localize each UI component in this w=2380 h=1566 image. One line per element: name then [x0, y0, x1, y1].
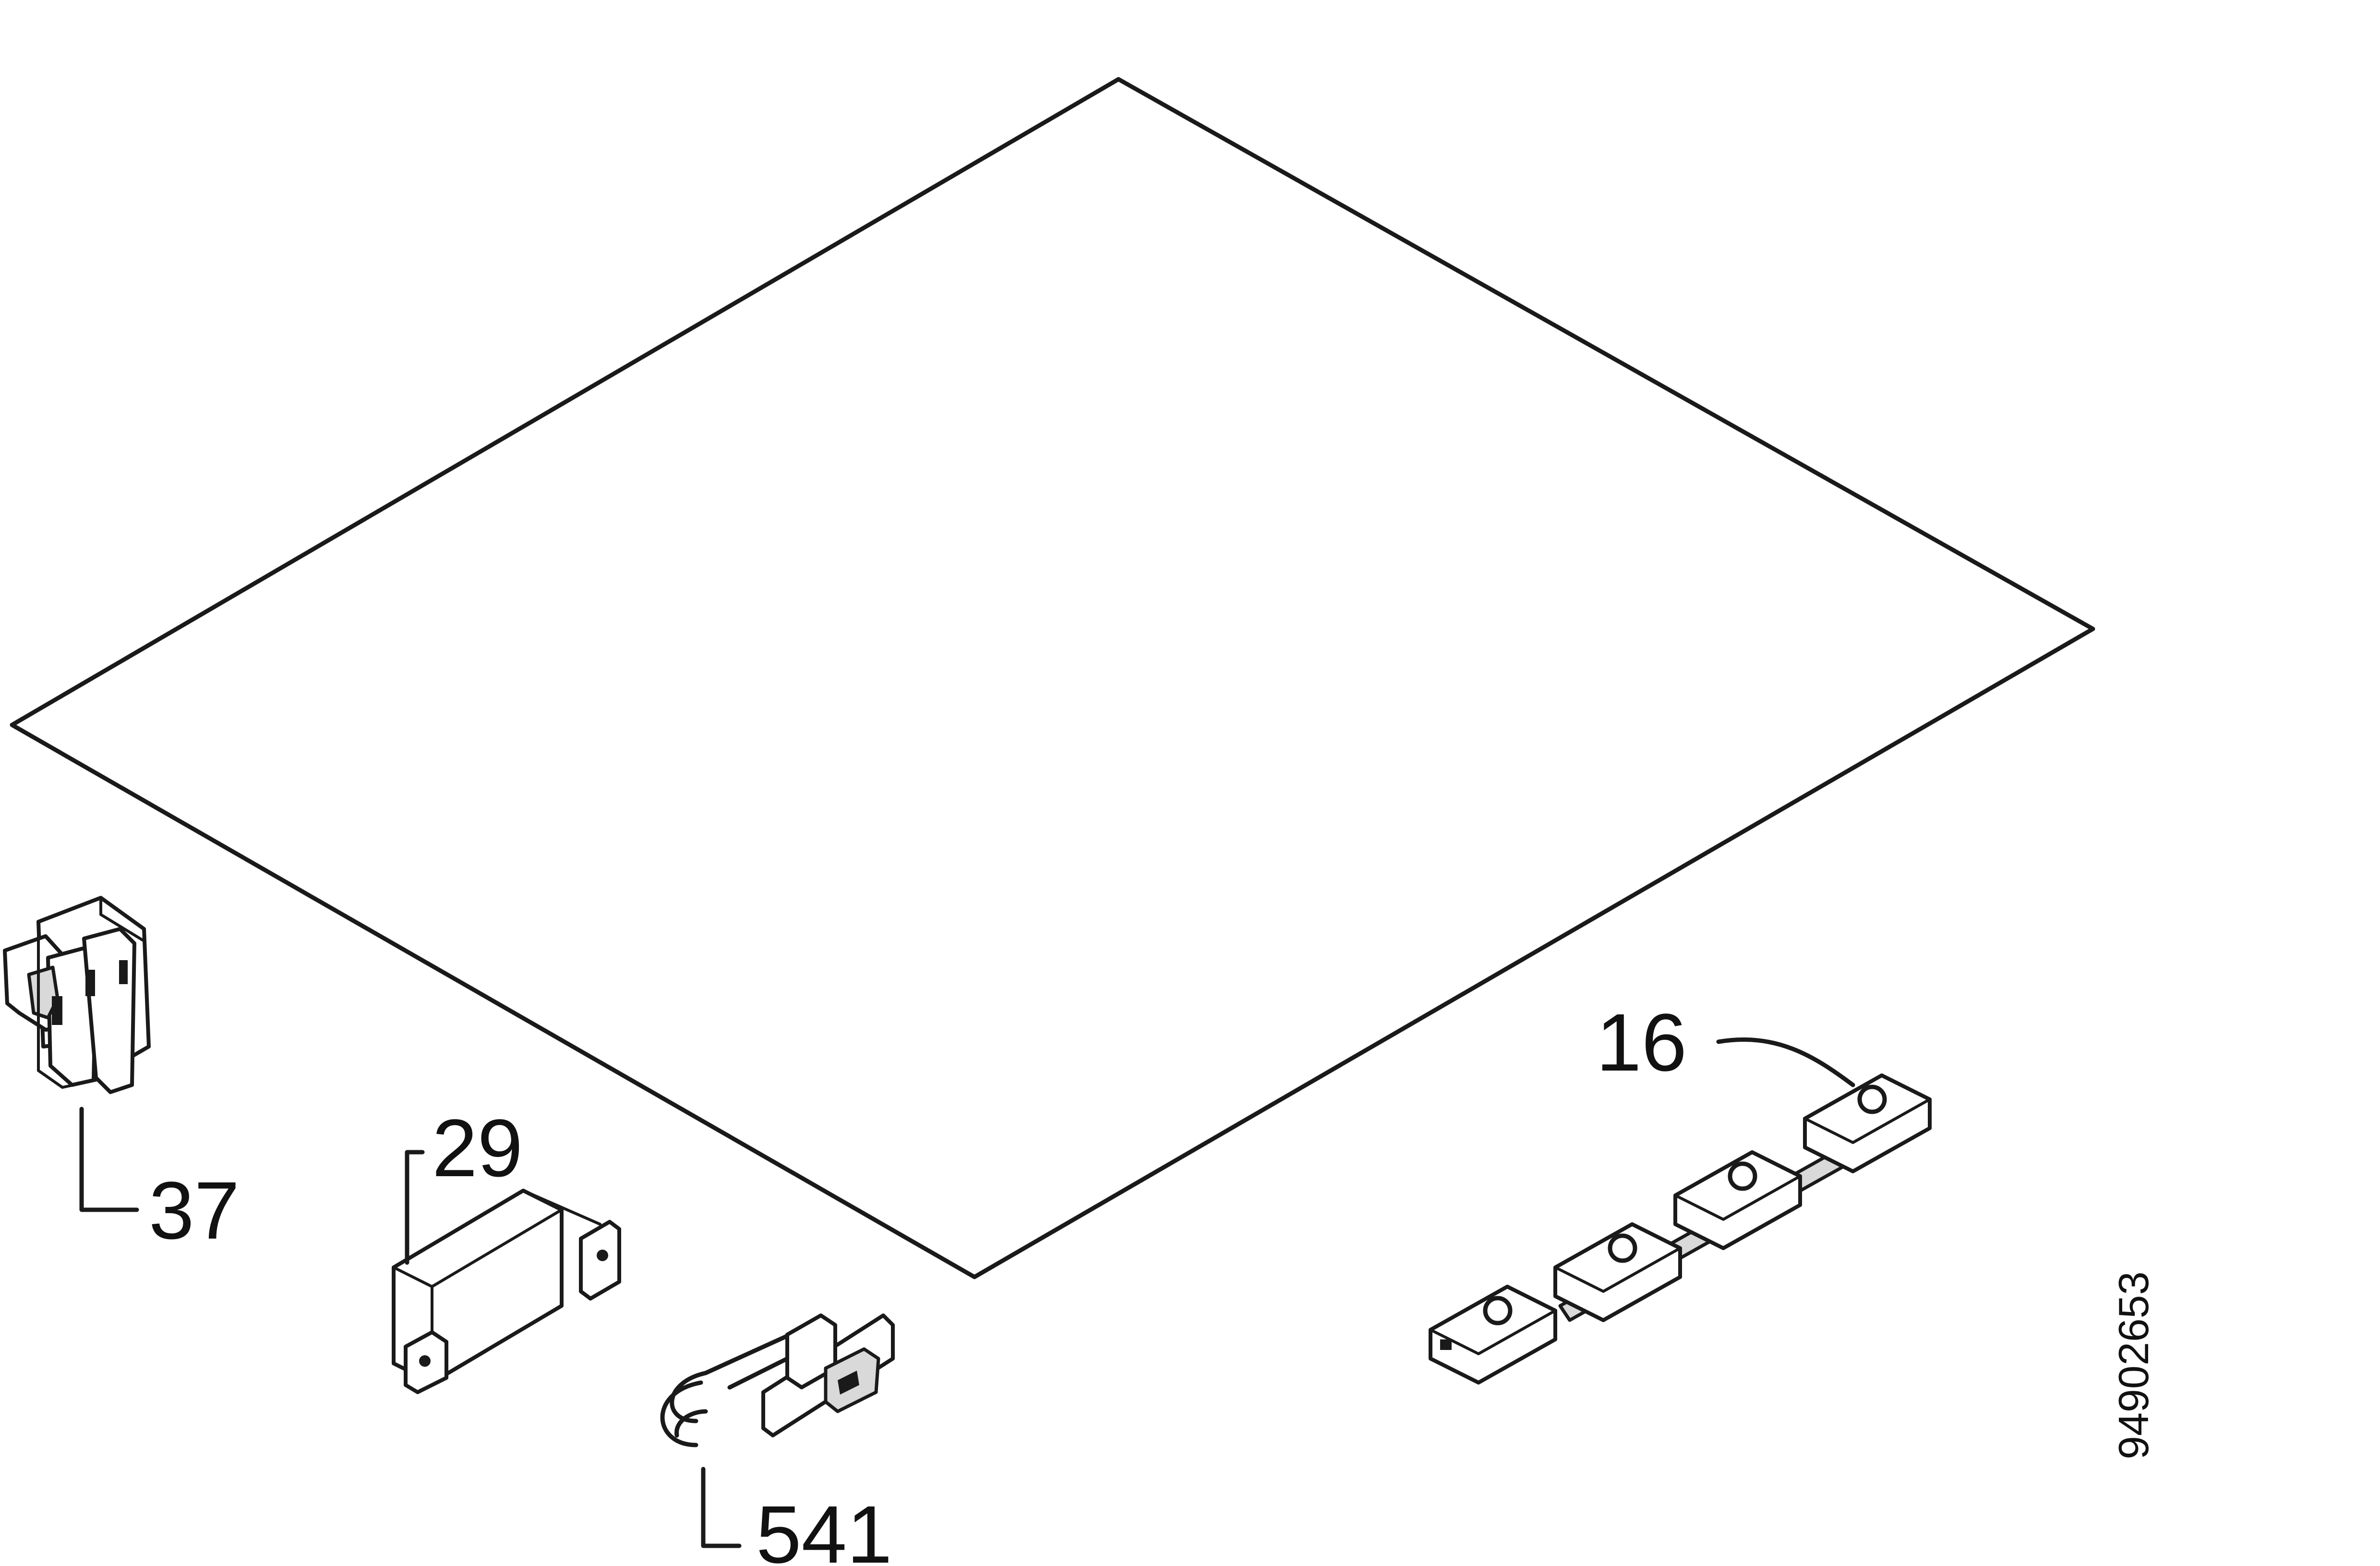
- glass-panel: [10, 77, 2095, 1279]
- magnet-block-label: 29: [432, 1103, 523, 1194]
- sensor-strip-part: [1429, 1073, 1932, 1385]
- magnet-block-part: [392, 1189, 621, 1394]
- sensor-strip-leader-line: [1716, 1037, 1855, 1087]
- document-code: 94902653: [2110, 1271, 2157, 1459]
- magnet-block-leader-line: [405, 1150, 425, 1265]
- latch-clip-label: 541: [756, 1489, 892, 1566]
- bracket-part: [3, 896, 151, 1094]
- bracket-leader-line: [79, 1107, 139, 1212]
- latch-clip-leader-line: [701, 1467, 742, 1548]
- sensor-strip-label: 16: [1596, 997, 1687, 1088]
- latch-clip-part: [660, 1313, 895, 1447]
- bracket-label: 37: [149, 1165, 240, 1256]
